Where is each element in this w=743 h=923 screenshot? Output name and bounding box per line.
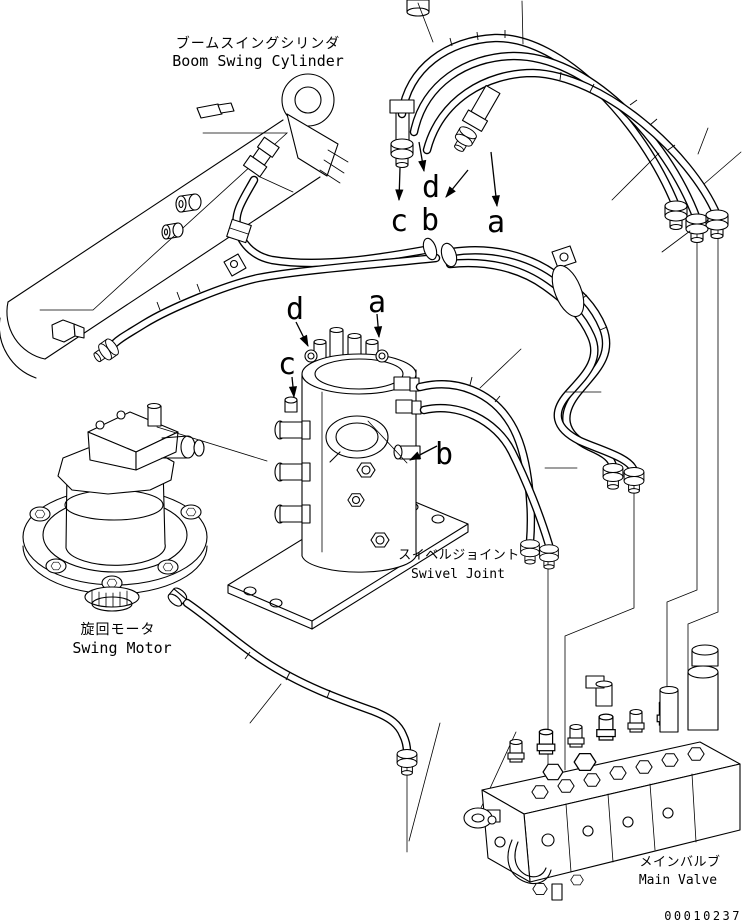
valve-elbow-fitting (585, 675, 613, 707)
fitting-bundle-end (705, 209, 729, 240)
callout-swivel-a: a (368, 285, 386, 320)
main-valve-drawing (463, 644, 741, 901)
fitting-pair-end (602, 463, 624, 490)
label-swivel-joint-en: Swivel Joint (411, 567, 505, 582)
hose-fittings (89, 0, 729, 494)
arrow-top-c (395, 167, 404, 202)
arrow-swivel-d (295, 321, 309, 348)
label-boom-swing-cylinder-en: Boom Swing Cylinder (172, 52, 344, 70)
valve-bottom-fitting (570, 874, 584, 886)
label-swing-motor-en: Swing Motor (72, 639, 171, 657)
hose-bracket (223, 253, 247, 277)
hose-routing-lines (406, 229, 719, 853)
doc-number: 00010237 (664, 909, 742, 923)
fitting-hose-c (389, 99, 415, 169)
flange-bolts (29, 504, 202, 591)
arrow-swivel-a (374, 313, 383, 339)
fitting-pair-end (623, 467, 645, 494)
bushing (175, 193, 202, 213)
label-swivel-joint-jp: スイベルジョイント (398, 548, 520, 563)
callout-top-c: c (390, 204, 408, 239)
leader-lines (156, 0, 742, 724)
fitting-bundle-end (685, 213, 709, 244)
callout-swivel-b: b (435, 437, 453, 472)
callout-top-b: b (421, 203, 439, 238)
swivel-left-elbows (274, 420, 311, 524)
fitting-bundle-end (664, 200, 688, 231)
valve-solenoid (659, 644, 719, 733)
arrow-top-b (445, 169, 469, 198)
valve-bottom-fitting (551, 883, 563, 901)
arrow-swivel-c (288, 376, 298, 399)
fitting-rod-end (242, 136, 280, 178)
swivel-port-c (284, 396, 298, 413)
motor-hose-fitting (167, 587, 188, 607)
hose-clamp (226, 218, 252, 244)
label-main-valve-en: Main Valve (639, 873, 717, 888)
callout-top-a: a (487, 205, 505, 240)
hose-union (440, 242, 458, 268)
hose-union (422, 237, 438, 261)
swivel-right-elbows (393, 376, 422, 415)
plug-bolt (51, 319, 85, 343)
callout-top-d: d (422, 170, 440, 205)
boom-swing-cylinder-drawing (0, 73, 349, 379)
callout-swivel-d: d (286, 292, 304, 327)
fitting-hose-b (449, 84, 501, 156)
swivel-hoses (420, 376, 559, 570)
label-boom-swing-cylinder-jp: ブームスイングシリンダ (176, 35, 341, 52)
fitting-motor-hose-end (396, 749, 418, 776)
valve-handle (507, 839, 552, 885)
arrow-top-a (490, 151, 500, 208)
fitting-swivel-hose-end (520, 539, 540, 565)
hoses-drawing (114, 30, 717, 752)
callout-swivel-c: c (278, 347, 296, 382)
label-main-valve-jp: メインバルブ (639, 854, 720, 870)
swivel-port-a (375, 349, 389, 363)
arrow-top-d (418, 141, 427, 173)
swing-motor-drawing (22, 402, 208, 612)
swivel-port-d (304, 349, 318, 363)
swivel-joint-drawing (274, 326, 422, 573)
label-swing-motor-jp: 旋回モータ (81, 622, 156, 638)
hose-clamp-bracket (551, 245, 585, 318)
bushing (161, 222, 184, 240)
callout-arrows (288, 141, 500, 461)
fitting-swivel-hose-end (539, 544, 559, 570)
arrow-swivel-b (408, 445, 438, 461)
valve-bottom-fitting (532, 882, 548, 896)
